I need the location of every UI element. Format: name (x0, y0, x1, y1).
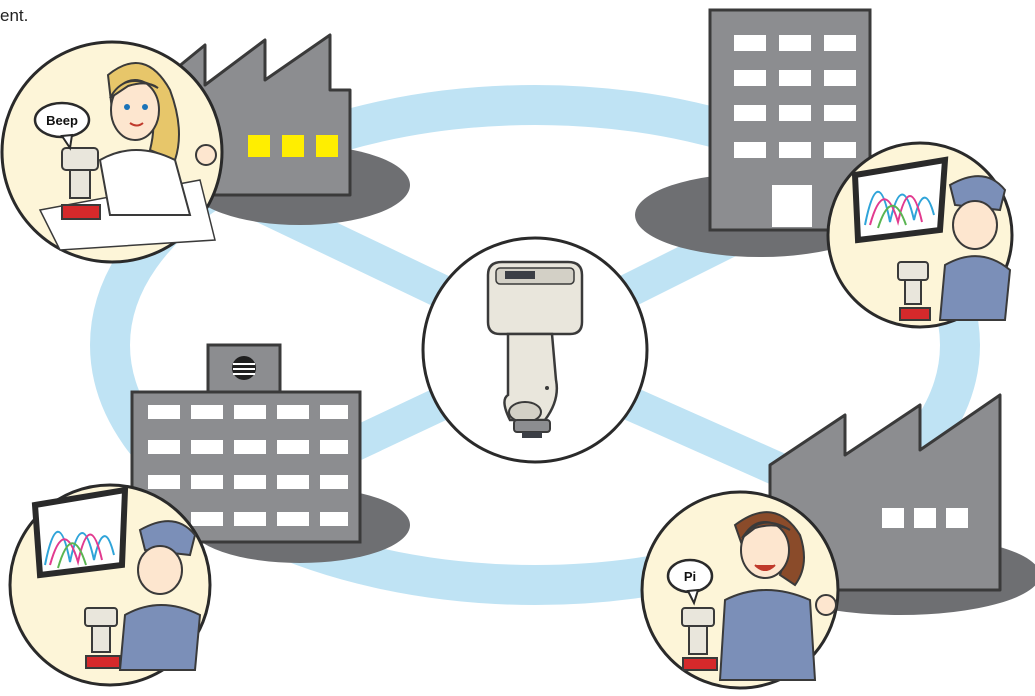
scene-circle-bottom-left (8, 483, 212, 687)
scene-circle-top-right (826, 141, 1014, 329)
office-tower-top-right (635, 8, 885, 257)
lit-window (282, 135, 304, 157)
worker-figure (118, 520, 202, 671)
scene-circle-top-left: Beep (0, 40, 224, 264)
speech-bubble: Beep (33, 101, 91, 151)
female-scientist-figure (98, 62, 217, 216)
lit-window (316, 135, 338, 157)
handheld-spectrophotometer-icon (681, 607, 718, 671)
hq-windows (148, 405, 348, 526)
monitor-icon (31, 486, 129, 579)
office-windows (734, 35, 856, 227)
female-worker-figure (718, 511, 837, 681)
caption-fragment: ent. (0, 6, 29, 25)
scene-circle-bottom-right: Pi (640, 490, 840, 690)
worker-figure (938, 175, 1012, 321)
handheld-spectrophotometer-icon (61, 147, 101, 220)
speech-bubble-text: Beep (46, 113, 78, 128)
handheld-spectrophotometer-icon (897, 261, 931, 321)
speech-bubble-text: Pi (684, 569, 696, 584)
speech-bubble: Pi (666, 558, 714, 606)
monitor-icon (851, 156, 949, 244)
handheld-spectrophotometer-icon (84, 607, 121, 669)
center-device-circle (421, 236, 649, 464)
lit-window (248, 135, 270, 157)
handheld-spectrophotometer-icon (486, 260, 584, 438)
